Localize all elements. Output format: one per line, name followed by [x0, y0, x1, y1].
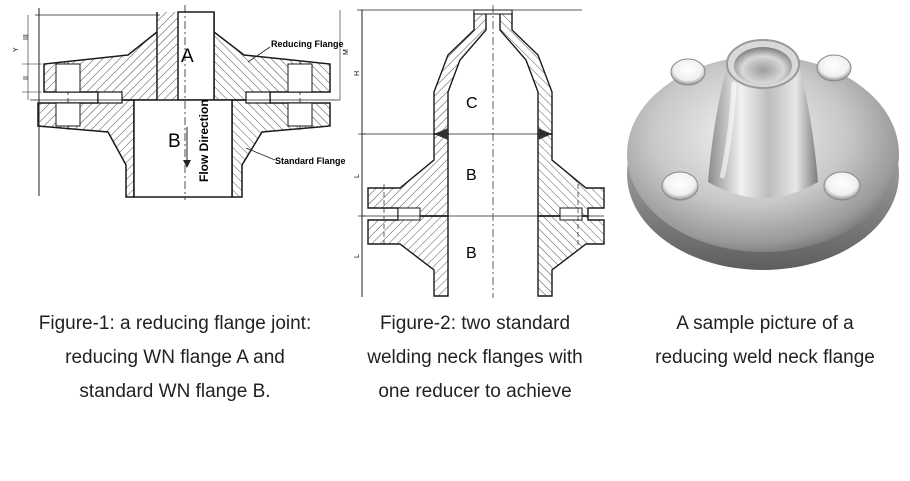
label-b-lower: B: [466, 245, 477, 262]
figure-1-drawing: A B Flow Direction Reducing Flange Stand…: [0, 0, 350, 300]
caption-line: one reducer to achieve: [378, 381, 572, 402]
figure-2-drawing: C B B H L L: [352, 0, 612, 300]
caption-line: welding neck flanges with: [367, 347, 583, 368]
dim-label-m: M: [343, 49, 350, 55]
dim-label-ii: II: [23, 76, 30, 80]
caption-line: A sample picture of a: [676, 313, 854, 334]
lower-flange-left: [367, 215, 449, 297]
reducer-left-wall: [433, 11, 487, 135]
dim-label-l-lower: L: [354, 254, 361, 258]
standard-flange-left: [37, 99, 135, 198]
flow-direction-label: Flow Direction: [197, 99, 211, 182]
figure-3-caption: A sample picture of a reducing weld neck…: [630, 307, 900, 375]
caption-line: Figure-1: a reducing flange joint:: [38, 313, 312, 334]
upper-flange-left: [367, 133, 449, 217]
reducing-flange-right: [213, 12, 331, 101]
label-c: C: [466, 95, 478, 112]
dim-label-y: Y: [13, 47, 20, 52]
upper-flange-right: [537, 133, 605, 217]
caption-line: reducing WN flange A and: [65, 347, 285, 368]
reducing-flange-label: Reducing Flange: [271, 39, 344, 49]
figure-2-caption: Figure-2: two standard welding neck flan…: [350, 307, 600, 409]
bolt-hole: [816, 54, 852, 82]
dim-label-h: H: [354, 71, 361, 76]
flange-photo: [616, 2, 910, 294]
caption-line: reducing weld neck flange: [655, 347, 875, 368]
figure-1-caption: Figure-1: a reducing flange joint: reduc…: [10, 307, 340, 409]
label-a: A: [181, 46, 194, 67]
label-b: B: [168, 131, 181, 152]
standard-flange-label: Standard Flange: [275, 156, 346, 166]
dim-label-iii: III: [23, 34, 30, 40]
dim-label-l-upper: L: [354, 174, 361, 178]
caption-line: Figure-2: two standard: [379, 313, 571, 334]
flange-bore: [734, 47, 792, 85]
reducer-right-wall: [499, 11, 553, 135]
bolt-hole: [661, 171, 699, 201]
bolt-hole: [670, 58, 706, 86]
bolt-hole: [823, 171, 861, 201]
label-b-upper: B: [466, 167, 477, 184]
lower-flange-right: [537, 215, 605, 297]
caption-line: standard WN flange B.: [79, 381, 271, 402]
